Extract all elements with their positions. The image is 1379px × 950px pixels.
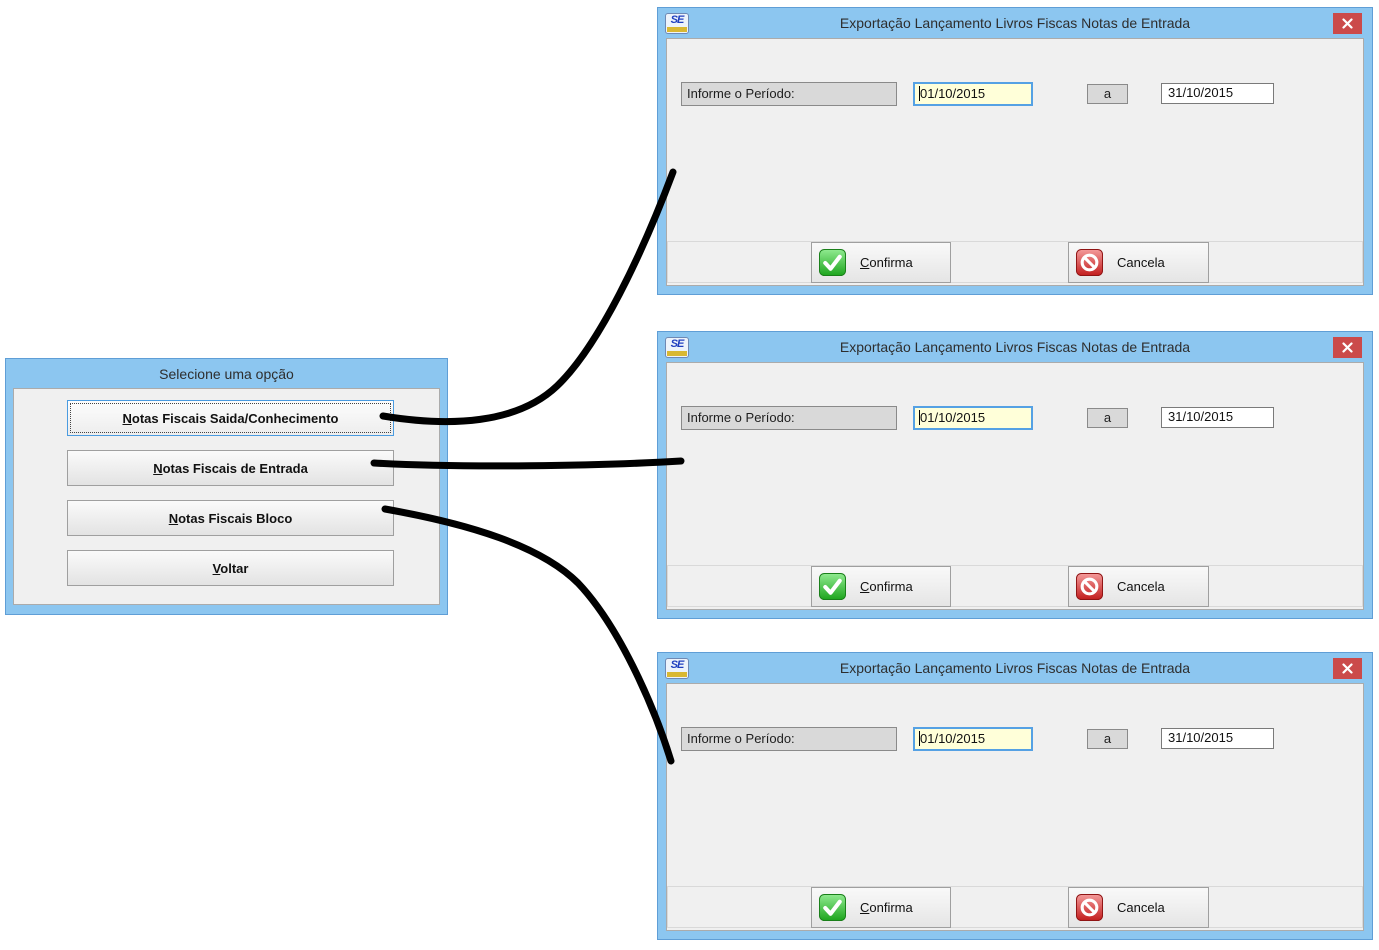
confirm-button[interactable]: Confirma xyxy=(811,566,951,607)
confirm-button-label: Confirma xyxy=(860,579,913,594)
red-prohibition-icon xyxy=(1076,894,1103,921)
option-button-notas-entrada[interactable]: Notas Fiscais de Entrada xyxy=(67,450,394,486)
app-logo-strip xyxy=(667,672,687,677)
option-button-label: oltar xyxy=(220,561,249,576)
cancel-button[interactable]: Cancela xyxy=(1068,242,1209,283)
option-button-notas-saida-conhecimento[interactable]: Notas Fiscais Saida/Conhecimento xyxy=(67,400,394,436)
close-button[interactable] xyxy=(1333,658,1362,679)
export-dialog-titlebar[interactable]: SE Exportação Lançamento Livros Fiscas N… xyxy=(658,8,1372,38)
app-logo-text: SE xyxy=(670,14,685,26)
export-dialog-title: Exportação Lançamento Livros Fiscas Nota… xyxy=(839,15,1191,31)
cancel-button-label: Cancela xyxy=(1117,255,1165,270)
text-caret xyxy=(919,410,920,425)
option-dialog-title: Selecione uma opção xyxy=(159,365,294,382)
period-label: Informe o Período: xyxy=(681,82,897,106)
app-logo-icon: SE xyxy=(665,337,689,358)
confirm-button[interactable]: Confirma xyxy=(811,242,951,283)
date-to-value: 31/10/2015 xyxy=(1168,409,1234,424)
period-label: Informe o Período: xyxy=(681,727,897,751)
confirm-button-label: Confirma xyxy=(860,900,913,915)
export-dialog-body: Informe o Período: 01/10/2015 a 31/10/20… xyxy=(666,362,1364,610)
date-from-input[interactable]: 01/10/2015 xyxy=(913,727,1033,751)
date-from-value: 01/10/2015 xyxy=(920,410,986,425)
range-separator-label: a xyxy=(1087,84,1128,104)
export-dialog-2: SE Exportação Lançamento Livros Fiscas N… xyxy=(657,331,1373,619)
cancel-button[interactable]: Cancela xyxy=(1068,887,1209,928)
date-from-input[interactable]: 01/10/2015 xyxy=(913,406,1033,430)
close-icon xyxy=(1342,663,1353,674)
close-icon xyxy=(1342,18,1353,29)
period-label: Informe o Período: xyxy=(681,406,897,430)
app-logo-icon: SE xyxy=(665,658,689,679)
date-to-input[interactable]: 31/10/2015 xyxy=(1161,728,1274,749)
button-panel: Confirma Cancela xyxy=(667,241,1363,283)
confirm-button[interactable]: Confirma xyxy=(811,887,951,928)
app-logo-strip xyxy=(667,351,687,356)
close-button[interactable] xyxy=(1333,337,1362,358)
green-check-icon xyxy=(819,249,846,276)
close-button[interactable] xyxy=(1333,13,1362,34)
button-panel: Confirma Cancela xyxy=(667,565,1363,607)
option-button-label: otas Fiscais de Entrada xyxy=(162,461,308,476)
option-button-label: V xyxy=(212,561,221,576)
date-from-value: 01/10/2015 xyxy=(920,86,986,101)
date-from-value: 01/10/2015 xyxy=(920,731,986,746)
app-logo-strip xyxy=(667,27,687,32)
export-dialog-title: Exportação Lançamento Livros Fiscas Nota… xyxy=(839,660,1191,676)
app-logo-text: SE xyxy=(670,659,685,671)
option-button-label: N xyxy=(153,461,163,476)
export-dialog-title: Exportação Lançamento Livros Fiscas Nota… xyxy=(839,339,1191,355)
date-to-value: 31/10/2015 xyxy=(1168,85,1234,100)
cancel-button[interactable]: Cancela xyxy=(1068,566,1209,607)
option-dialog: Selecione uma opção Notas Fiscais Saida/… xyxy=(5,358,448,615)
option-button-label: N xyxy=(122,411,132,426)
green-check-icon xyxy=(819,894,846,921)
option-button-notas-bloco[interactable]: Notas Fiscais Bloco xyxy=(67,500,394,536)
date-to-input[interactable]: 31/10/2015 xyxy=(1161,83,1274,104)
range-separator-label: a xyxy=(1087,408,1128,428)
red-prohibition-icon xyxy=(1076,249,1103,276)
button-panel: Confirma Cancela xyxy=(667,886,1363,928)
option-button-voltar[interactable]: Voltar xyxy=(67,550,394,586)
export-dialog-titlebar[interactable]: SE Exportação Lançamento Livros Fiscas N… xyxy=(658,653,1372,683)
text-caret xyxy=(919,86,920,101)
app-logo-text: SE xyxy=(670,338,685,350)
option-button-label: otas Fiscais Saida/Conhecimento xyxy=(131,411,339,426)
confirm-button-label: Confirma xyxy=(860,255,913,270)
option-button-label: N xyxy=(168,511,179,526)
export-dialog-titlebar[interactable]: SE Exportação Lançamento Livros Fiscas N… xyxy=(658,332,1372,362)
export-dialog-3: SE Exportação Lançamento Livros Fiscas N… xyxy=(657,652,1373,940)
option-dialog-titlebar[interactable]: Selecione uma opção xyxy=(6,359,447,388)
option-dialog-body: Notas Fiscais Saida/Conhecimento Notas F… xyxy=(13,388,440,605)
date-to-value: 31/10/2015 xyxy=(1168,730,1234,745)
export-dialog-1: SE Exportação Lançamento Livros Fiscas N… xyxy=(657,7,1373,295)
option-button-label: otas Fiscais Bloco xyxy=(178,511,293,526)
green-check-icon xyxy=(819,573,846,600)
date-to-input[interactable]: 31/10/2015 xyxy=(1161,407,1274,428)
red-prohibition-icon xyxy=(1076,573,1103,600)
cancel-button-label: Cancela xyxy=(1117,900,1165,915)
range-separator-label: a xyxy=(1087,729,1128,749)
date-from-input[interactable]: 01/10/2015 xyxy=(913,82,1033,106)
export-dialog-body: Informe o Período: 01/10/2015 a 31/10/20… xyxy=(666,683,1364,931)
app-logo-icon: SE xyxy=(665,13,689,34)
cancel-button-label: Cancela xyxy=(1117,579,1165,594)
text-caret xyxy=(919,731,920,746)
export-dialog-body: Informe o Período: 01/10/2015 a 31/10/20… xyxy=(666,38,1364,286)
close-icon xyxy=(1342,342,1353,353)
